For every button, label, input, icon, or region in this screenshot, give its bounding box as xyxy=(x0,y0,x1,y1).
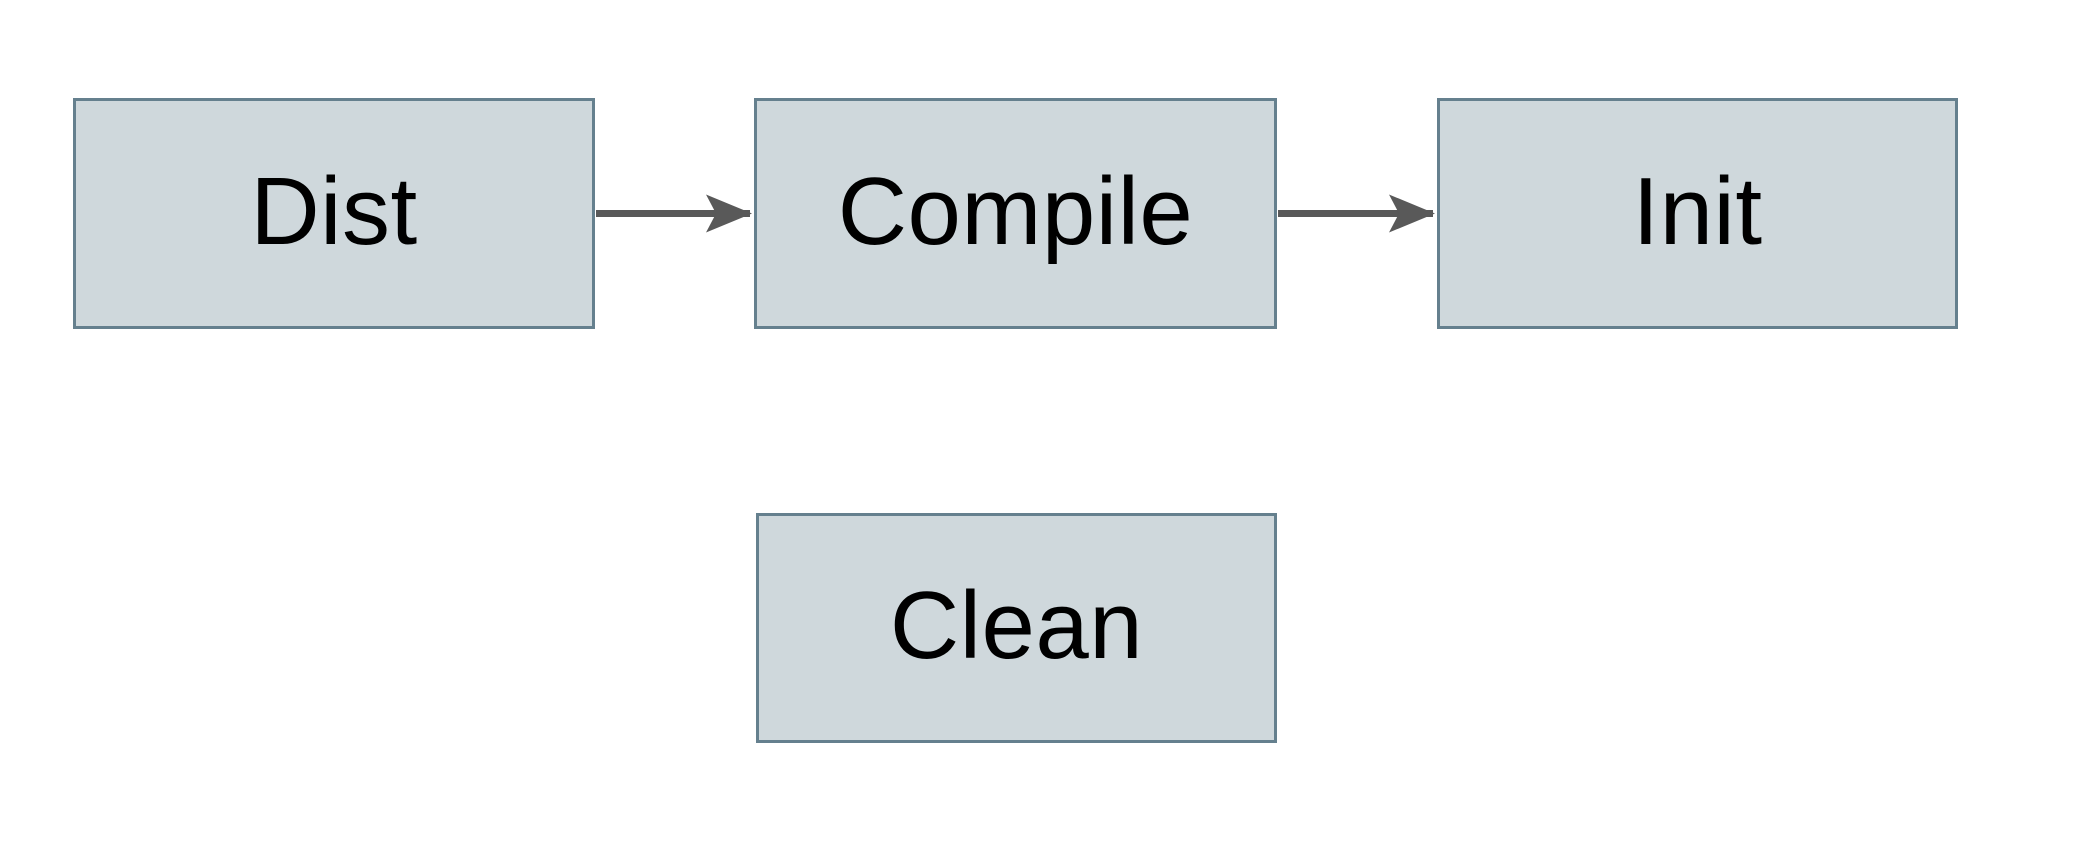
node-compile-label: Compile xyxy=(837,157,1194,265)
node-dist-label: Dist xyxy=(250,157,418,265)
node-compile: Compile xyxy=(754,98,1277,329)
node-clean: Clean xyxy=(756,513,1277,743)
node-dist: Dist xyxy=(73,98,595,329)
node-init-label: Init xyxy=(1632,157,1763,265)
node-clean-label: Clean xyxy=(889,572,1144,679)
node-init: Init xyxy=(1437,98,1958,329)
